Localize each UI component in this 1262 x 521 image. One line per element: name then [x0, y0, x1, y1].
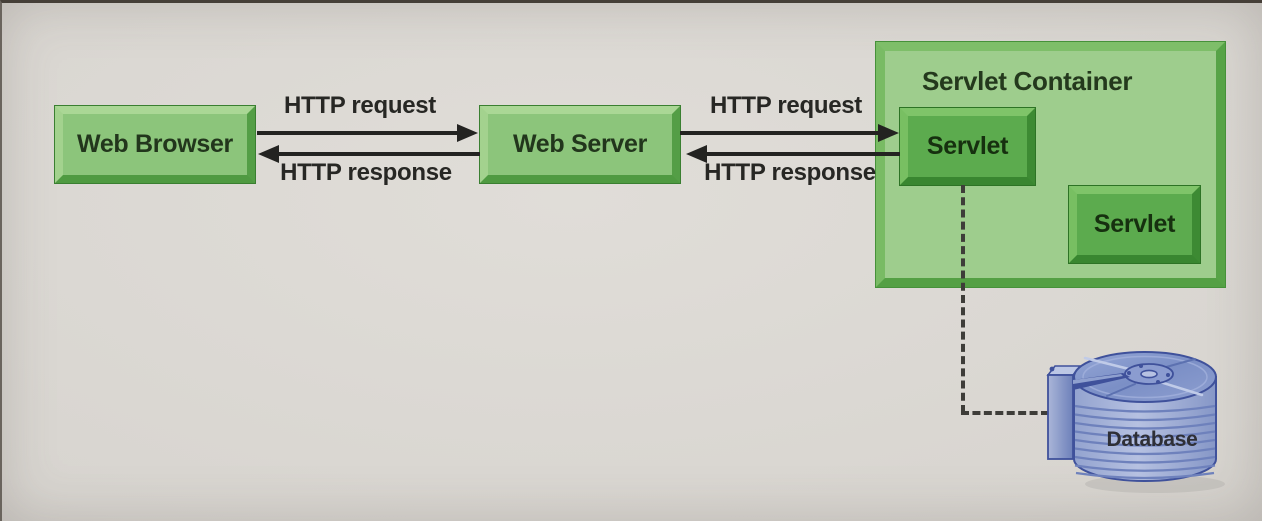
- arrowhead-right-icon: [457, 124, 478, 142]
- edge-label-http-request-1: HTTP request: [284, 92, 436, 119]
- database-disk-stack-icon: [1046, 351, 1225, 493]
- node-servlet-container: Servlet Container Servlet Servlet: [876, 42, 1225, 287]
- node-servlet-primary-label: Servlet: [926, 132, 1009, 160]
- arrow-line-request-1: [257, 131, 457, 135]
- arrowhead-right-icon: [878, 124, 899, 142]
- node-servlet-secondary-label: Servlet: [1093, 210, 1176, 238]
- node-database-label: Database: [1106, 428, 1198, 451]
- dashed-connector-horizontal: [961, 411, 1049, 415]
- edge-label-http-request-2: HTTP request: [710, 92, 862, 119]
- node-web-browser: Web Browser: [55, 106, 255, 183]
- edge-label-http-response-2: HTTP response: [704, 159, 876, 186]
- node-web-server-label: Web Server: [512, 130, 648, 158]
- node-web-server: Web Server: [480, 106, 680, 183]
- arrowhead-left-icon: [258, 145, 279, 163]
- arrowhead-left-icon: [686, 145, 707, 163]
- arrow-line-request-2: [680, 131, 878, 135]
- arrow-line-response-2: [707, 152, 900, 156]
- node-servlet-secondary: Servlet: [1069, 186, 1200, 263]
- node-servlet-primary: Servlet: [900, 108, 1035, 185]
- servlet-container-label: Servlet Container: [922, 66, 1133, 96]
- node-web-browser-label: Web Browser: [76, 130, 233, 158]
- edge-label-http-response-1: HTTP response: [280, 159, 452, 186]
- arrow-line-response-1: [279, 152, 480, 156]
- dashed-connector-vertical: [961, 185, 965, 413]
